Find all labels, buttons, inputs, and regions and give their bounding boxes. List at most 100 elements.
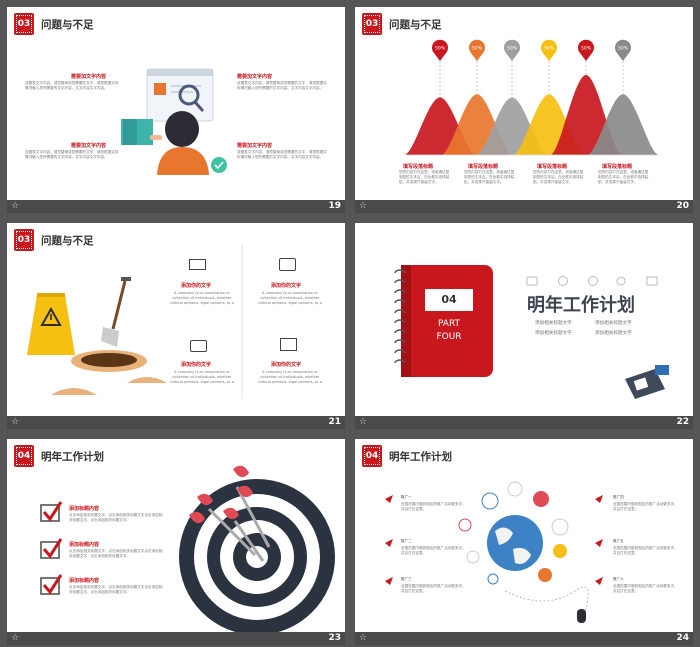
check-text: 点击添加相关标题文字，点击添加相关标题文字点击添加相关标题文字，点击添加相关标题…: [69, 513, 163, 522]
section-title: 明年工作计划: [527, 295, 635, 316]
promo-label: 推广四: [613, 495, 624, 499]
feature-text: A company is an association or collectio…: [170, 370, 234, 384]
slide-footer: ☆ 24: [355, 632, 693, 645]
item-text: 您的内容打在这里，或者通过复制您的文本后，在此框中选择粘贴，并选择只保留文字。: [464, 170, 515, 184]
slide-number: 22: [676, 417, 689, 427]
section-badge: 03: [14, 229, 34, 251]
bullet-item: 添加相关标题文字: [535, 321, 572, 326]
peak-percent: 50%: [472, 46, 483, 52]
analysis-illustration: [121, 68, 227, 175]
item-text: 您的内容打在这里，或者通过复制您的文本后，在此框中选择粘贴，并选择只保留文字。: [399, 170, 450, 184]
check-label: 添加标题内容: [69, 506, 100, 512]
item-text: 您的内容打在这里，或者通过复制您的文本后，在此框中选择粘贴，并选择只保留文字。: [533, 170, 584, 184]
peak-percent: 50%: [618, 46, 629, 52]
slide-21[interactable]: 03 问题与不足 添加你的文字 A company is an associat…: [7, 223, 345, 423]
peak-pin: [504, 39, 520, 61]
star-icon[interactable]: ☆: [359, 633, 368, 643]
peak-percent: 50%: [581, 46, 592, 52]
peak-shape: [587, 94, 659, 155]
point-label: 需要加文字内容: [237, 143, 273, 149]
slide-footer: ☆ 23: [7, 632, 345, 645]
point-text: 该图表文字内容，请您替换成您需要的文字，请您根据实际情况输入您所需要的文字内容。…: [237, 81, 327, 90]
promo-label: 推广一: [401, 495, 412, 499]
promo-text: 全国范围内做到相应的推广活动更多次，并且打在这里。: [613, 502, 678, 511]
promo-text: 全国范围内做到相应的推广活动更多次，并且打在这里。: [401, 546, 466, 555]
peaks-chart: 50%50%50%50%50%50%: [404, 39, 659, 156]
peak-percent: 50%: [435, 46, 446, 52]
target-illustration: [40, 465, 335, 635]
feature-text: A company is an association or collectio…: [258, 370, 322, 384]
slide-footer: ☆ 20: [355, 200, 693, 213]
check-label: 添加标题内容: [69, 578, 100, 584]
slide-title: 问题与不足: [389, 19, 442, 31]
caution-illustration: [27, 245, 243, 399]
slide-title: 明年工作计划: [389, 451, 452, 463]
peak-pin: [469, 39, 485, 61]
bullet-item: 添加相关标题文字: [595, 321, 632, 326]
point-label: 需要加文字内容: [71, 143, 107, 149]
slide-number: 19: [328, 201, 341, 211]
promo-text: 全国范围内做到相应的推广活动更多次，并且打在这里。: [613, 584, 678, 593]
globe-illustration: [385, 481, 603, 623]
feature-text: A company is an association or collectio…: [170, 291, 234, 305]
camera-icon: [190, 340, 207, 352]
item-label: 填写段落标题: [468, 164, 499, 170]
star-icon[interactable]: ☆: [359, 417, 368, 427]
feature-label: 添加你的文字: [181, 362, 212, 368]
slide-number: 21: [328, 417, 341, 427]
point-text: 该图表文字内容，请您替换成您需要的文字，请您根据实际情况输入您所需要的文字内容。…: [25, 81, 119, 90]
slide-number: 20: [676, 201, 689, 211]
feature-label: 添加你的文字: [181, 283, 212, 289]
slide-title: 问题与不足: [41, 235, 94, 247]
slide-20[interactable]: 03 问题与不足 50%50%50%50%50%50% 填写段落标题 您的内容打…: [355, 7, 693, 207]
star-icon[interactable]: ☆: [11, 417, 20, 427]
section-badge: 04: [14, 445, 34, 467]
image-icon: [280, 338, 297, 351]
slide-number: 23: [328, 633, 341, 643]
section-badge: 04: [362, 445, 382, 467]
slide-number: 24: [676, 633, 689, 643]
peak-pin: [578, 39, 594, 61]
chat-icon: [279, 258, 296, 271]
slide-title: 明年工作计划: [41, 451, 104, 463]
peak-pin: [615, 39, 631, 61]
item-label: 填写段落标题: [537, 164, 568, 170]
check-label: 添加标题内容: [69, 542, 100, 548]
slide-24[interactable]: 04 明年工作计划 推广一 全国范围内做到相应的推广活动更多次，并且打在这里。 …: [355, 439, 693, 639]
promo-text: 全国范围内做到相应的推广活动更多次，并且打在这里。: [401, 502, 466, 511]
feature-label: 添加你的文字: [271, 283, 302, 289]
slide-19[interactable]: 03 问题与不足 需要加文字内容 该图表文字内容，请您替换成您需要的文字，请您根…: [7, 7, 345, 207]
promo-label: 推广六: [613, 577, 624, 581]
peak-percent: 50%: [544, 46, 555, 52]
notebook-illustration: [394, 265, 669, 399]
slide-23[interactable]: 04 明年工作计划 添加标题内容 点击添加相关标题文字，点击: [7, 439, 345, 639]
feature-label: 添加你的文字: [271, 362, 302, 368]
peak-pin: [541, 39, 557, 61]
bullet-item: 添加相关标题文字: [595, 331, 632, 336]
point-label: 需要加文字内容: [71, 74, 107, 80]
checkbox-icons: [40, 501, 63, 595]
feature-text: A company is an association or collectio…: [258, 291, 322, 305]
peak-pin: [432, 39, 448, 61]
part-label-number: FOUR: [436, 332, 462, 342]
star-icon[interactable]: ☆: [359, 201, 368, 211]
point-label: 需要加文字内容: [237, 74, 273, 80]
bullet-item: 添加相关标题文字: [535, 331, 572, 336]
promo-label: 推广五: [613, 539, 624, 543]
part-label: PART: [437, 319, 461, 329]
promo-label: 推广二: [401, 539, 412, 543]
slide-footer: ☆ 21: [7, 416, 345, 429]
slide-title: 问题与不足: [41, 19, 94, 31]
slide-22[interactable]: 04 PART FOUR 明年工作计划 添加相关标题文字 添加相关标题文字 添加…: [355, 223, 693, 423]
item-label: 填写段落标题: [403, 164, 434, 170]
item-label: 填写段落标题: [602, 164, 633, 170]
slide-footer: ☆ 22: [355, 416, 693, 429]
promo-label: 推广三: [401, 577, 412, 581]
check-text: 点击添加相关标题文字，点击添加相关标题文字点击添加相关标题文字，点击添加相关标题…: [69, 549, 163, 558]
star-icon[interactable]: ☆: [11, 633, 20, 643]
star-icon[interactable]: ☆: [11, 201, 20, 211]
slide-footer: ☆ 19: [7, 200, 345, 213]
section-badge: 03: [362, 13, 382, 35]
envelope-icon: [189, 259, 206, 270]
point-text: 该图表文字内容，请您替换成您需要的文字，请您根据实际情况输入您所需要的文字内容。…: [25, 150, 119, 159]
